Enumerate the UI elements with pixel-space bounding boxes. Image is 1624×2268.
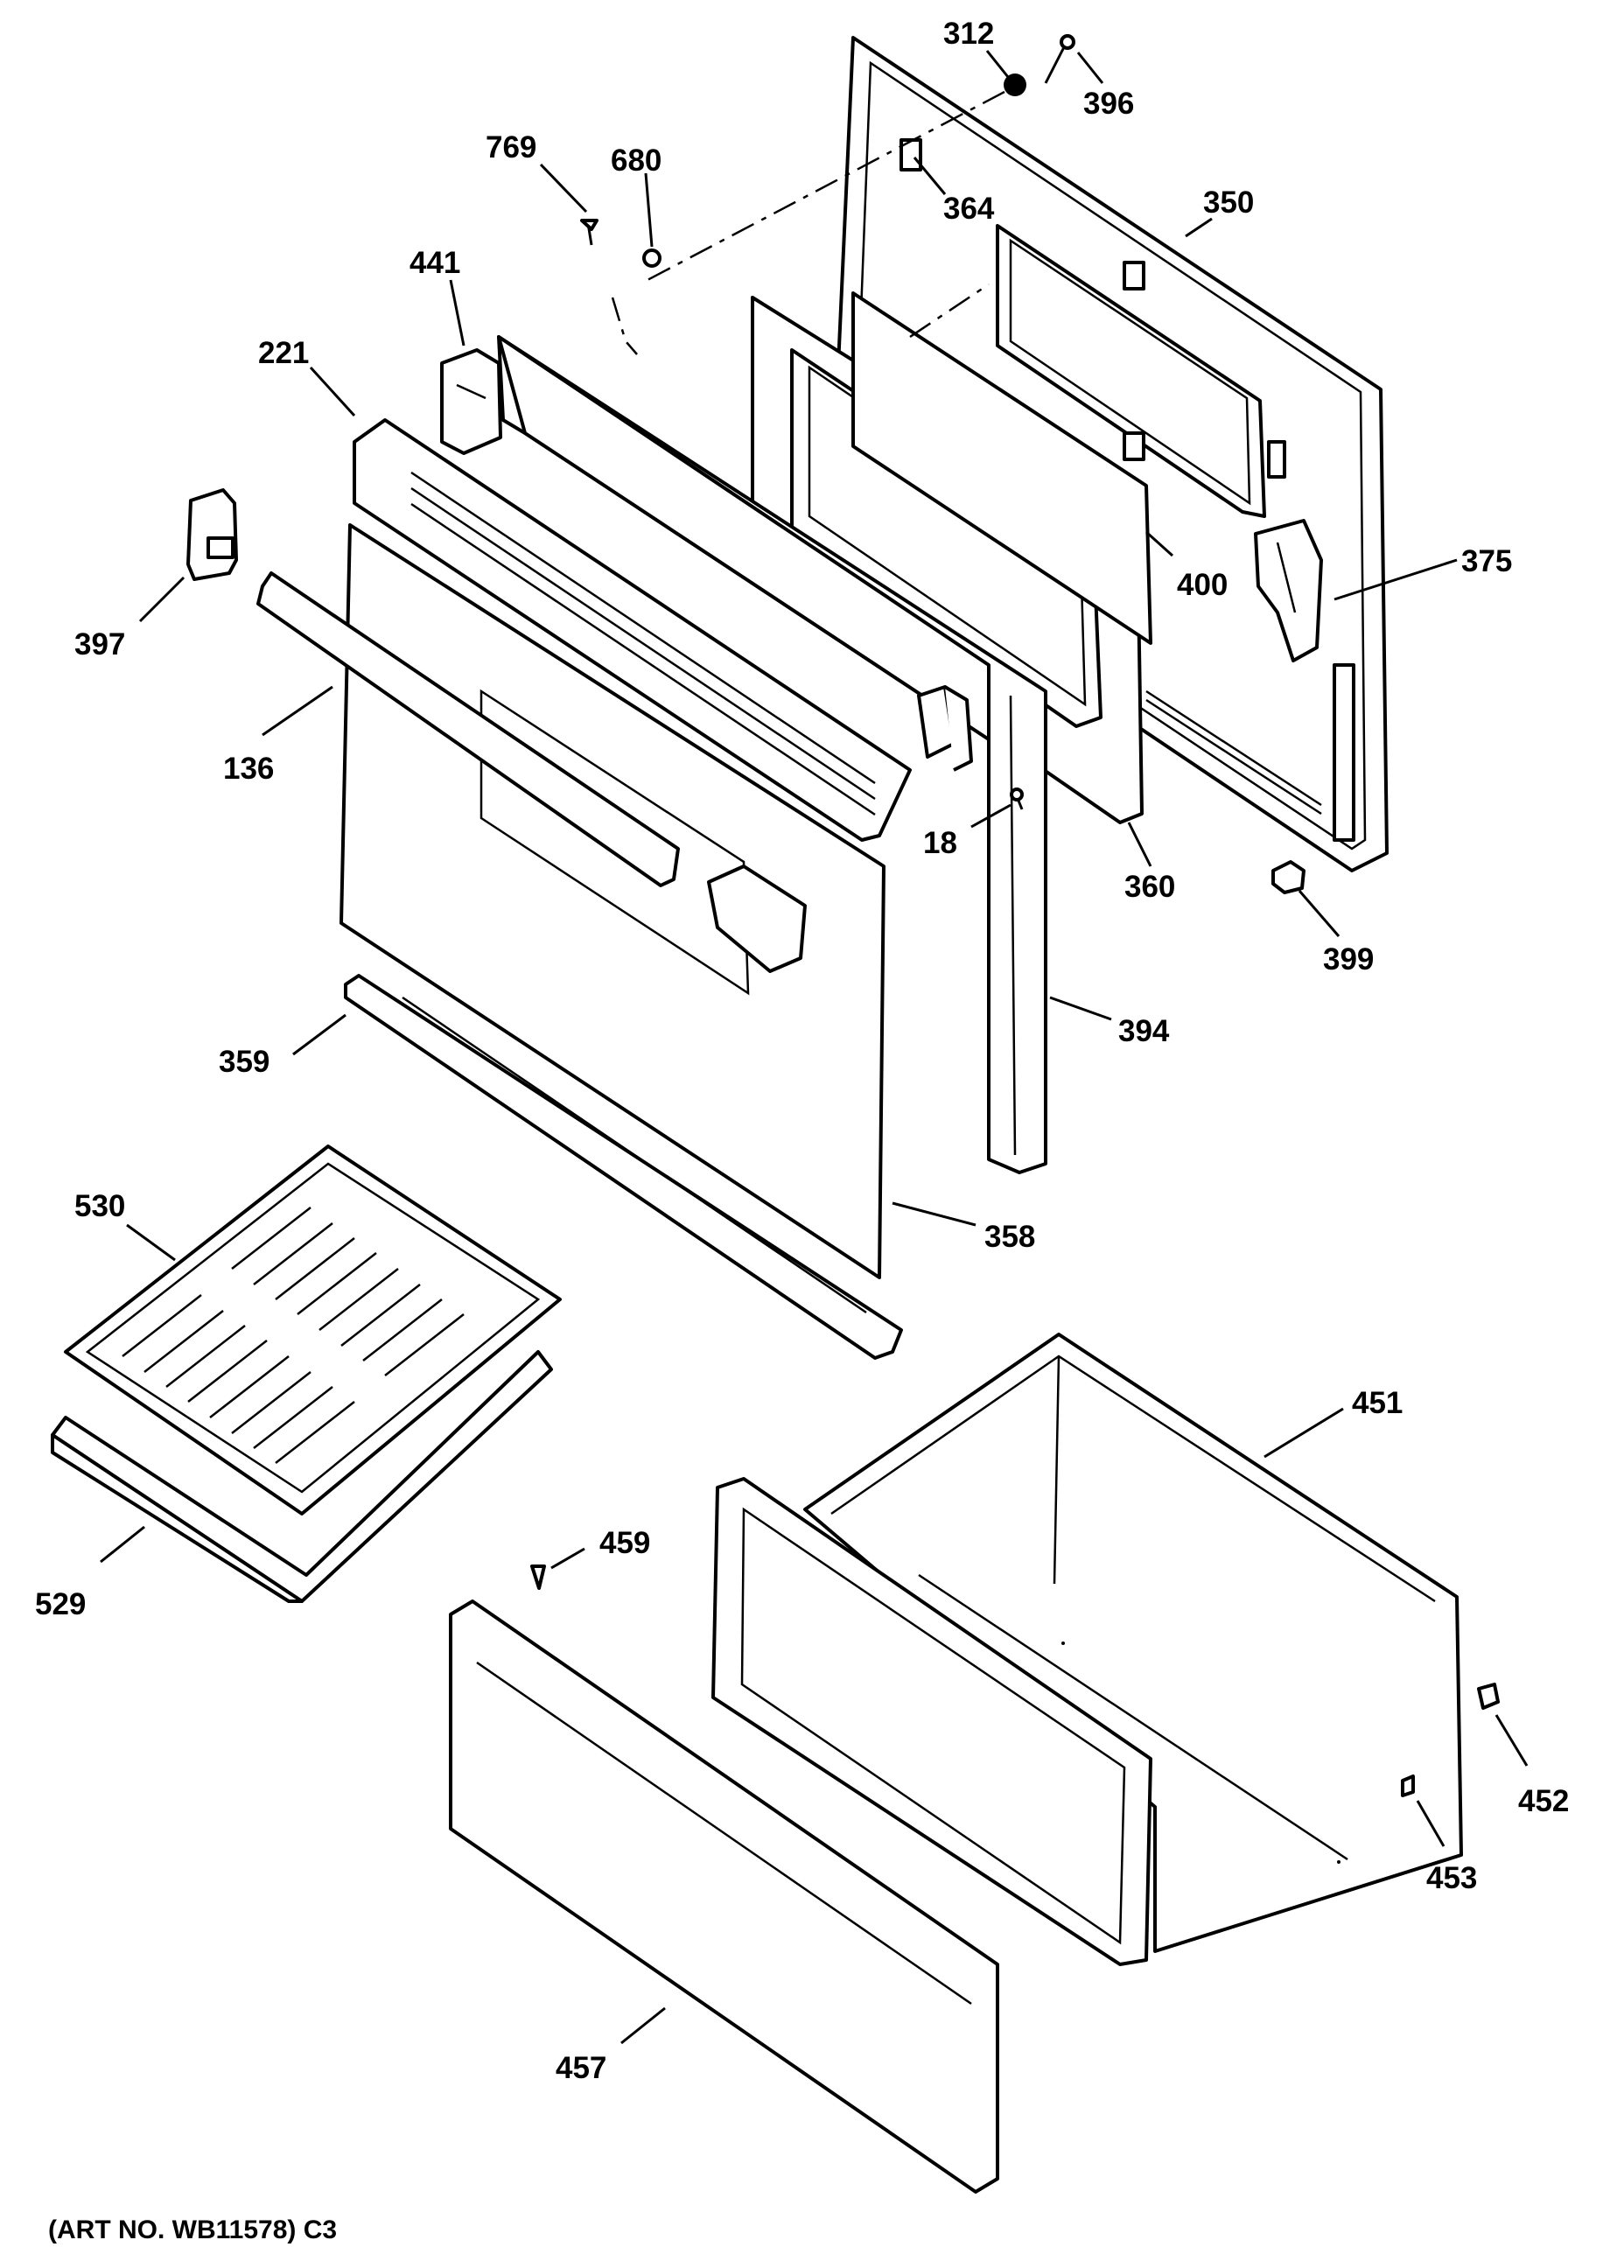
- stop-452-part: [1477, 1683, 1500, 1710]
- label-441: 441: [410, 246, 460, 280]
- nut-312-part: [1004, 74, 1026, 96]
- vent-trim-221: [353, 418, 912, 842]
- label-358: 358: [984, 1220, 1035, 1254]
- screw-453-part: [1401, 1774, 1415, 1797]
- label-364: 364: [943, 192, 995, 226]
- label-451: 451: [1352, 1386, 1403, 1420]
- label-400: 400: [1177, 568, 1228, 602]
- label-452: 452: [1518, 1784, 1569, 1818]
- label-530: 530: [74, 1189, 125, 1223]
- door-handle-136: [256, 571, 680, 887]
- part-labels: 312 396 769 680 364 350 441 221 400 375 …: [35, 17, 1569, 2085]
- label-529: 529: [35, 1587, 86, 1621]
- label-136: 136: [223, 752, 274, 786]
- small-parts: [530, 34, 1500, 1864]
- label-221: 221: [258, 336, 309, 370]
- label-397: 397: [74, 627, 125, 662]
- label-375: 375: [1461, 544, 1512, 578]
- hinge-block-375: [1254, 519, 1323, 662]
- label-396: 396: [1083, 87, 1134, 121]
- label-457: 457: [556, 2051, 606, 2085]
- label-360: 360: [1124, 870, 1175, 904]
- door-glass-400: [851, 291, 1152, 645]
- door-frame-394: [497, 335, 1047, 1174]
- screw-396-part: [1044, 43, 1068, 84]
- door-latch-397: [186, 488, 238, 581]
- label-399: 399: [1323, 942, 1374, 976]
- label-459: 459: [599, 1526, 650, 1560]
- broiler-pan-529: [51, 1350, 553, 1603]
- bumper-399-part: [1271, 860, 1306, 894]
- label-312: 312: [943, 17, 994, 51]
- handle-end-cap: [707, 864, 807, 973]
- drawer-inner-panel: [711, 1477, 1152, 1966]
- label-359: 359: [219, 1045, 270, 1079]
- clip-680-part: [642, 248, 662, 268]
- label-680: 680: [611, 144, 662, 178]
- label-769: 769: [486, 130, 536, 164]
- label-394: 394: [1118, 1014, 1170, 1048]
- label-350: 350: [1203, 186, 1254, 220]
- art-number: (ART NO. WB11578) C3: [48, 2216, 337, 2244]
- label-18: 18: [923, 826, 957, 860]
- broiler-grid-530: [64, 1144, 562, 1516]
- assembly-lines: [611, 90, 1005, 355]
- hinge-bracket-441: [440, 348, 502, 455]
- outer-door-panel-350: [830, 36, 1389, 872]
- drawer-front-457: [449, 1600, 999, 2194]
- door-bottom-trim-359: [344, 974, 903, 1360]
- leader-lines: [100, 50, 1529, 2045]
- label-453: 453: [1426, 1861, 1477, 1895]
- screw-459-part: [530, 1564, 546, 1590]
- drawer-body-451: [803, 1333, 1463, 1953]
